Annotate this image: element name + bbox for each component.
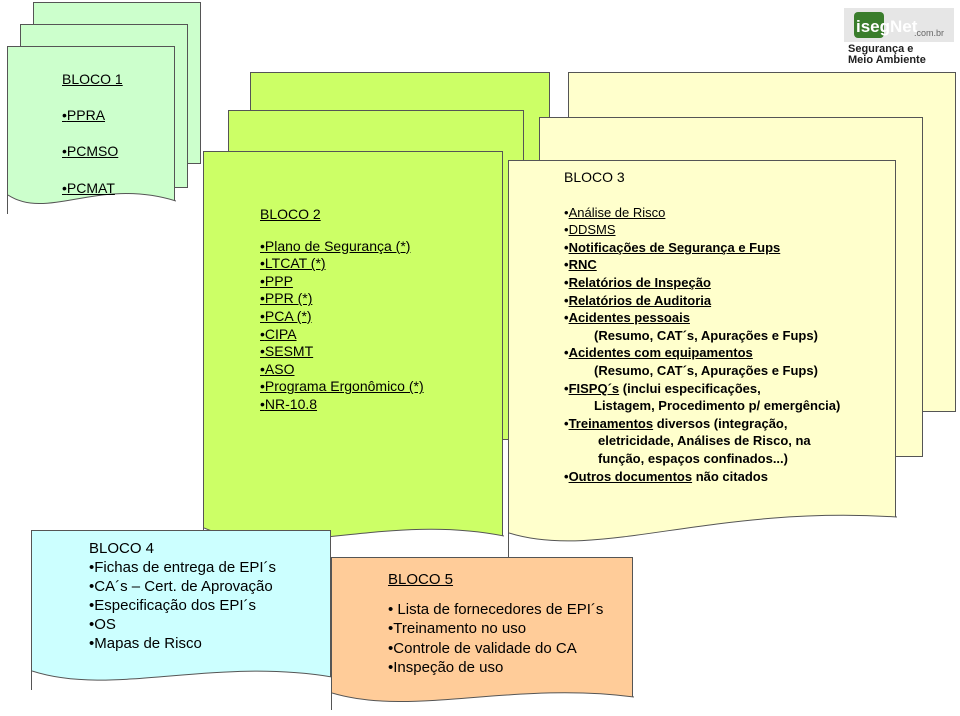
bloco2-item: •Programa Ergonômico (*) xyxy=(260,378,424,395)
bloco3-item: •Treinamentos diversos (integração, xyxy=(564,415,788,431)
bloco2-item: •NR-10.8 xyxy=(260,395,318,412)
logo-graphic: isegNet .com.br Segurança e Meio Ambient… xyxy=(844,8,954,66)
isegnet-logo: isegNet .com.br Segurança e Meio Ambient… xyxy=(844,8,954,66)
bloco3-item-detail: eletricidade, Análises de Risco, na xyxy=(598,433,811,449)
bloco3-item: •Notificações de Segurança e Fups xyxy=(564,239,781,255)
bloco3-item-detail: função, espaços confinados...) xyxy=(598,450,788,466)
bloco3-item-detail: Listagem, Procedimento p/ emergência) xyxy=(594,398,841,414)
bloco3-title: BLOCO 3 xyxy=(564,169,625,185)
bloco1-item: •PCMAT xyxy=(62,179,115,196)
bloco4-item: •OS xyxy=(89,616,116,633)
bloco3-item: •Relatórios de Auditoria xyxy=(564,292,712,308)
bloco4-item: •Fichas de entrega de EPI´s xyxy=(89,559,277,576)
bloco1-page-front xyxy=(7,46,176,215)
bloco2-item: •PPR (*) xyxy=(260,290,313,307)
bloco2-item: •PPP xyxy=(260,272,293,289)
bloco4-item: •Mapas de Risco xyxy=(89,635,202,652)
logo-brand: isegNet xyxy=(856,17,918,36)
bloco3-item-detail: (Resumo, CAT´s, Apurações e Fups) xyxy=(594,362,818,378)
bloco4-text: BLOCO 4 •Fichas de entrega de EPI´s •CA´… xyxy=(89,539,276,653)
bloco3-text: BLOCO 3 •Análise de Risco •DDSMS •Notifi… xyxy=(564,169,840,485)
bloco3-item: •Acidentes com equipamentos xyxy=(564,345,753,361)
logo-domain: .com.br xyxy=(914,28,944,38)
bloco1-title: BLOCO 1 xyxy=(62,71,123,87)
bloco2-item: •Plano de Segurança (*) xyxy=(260,237,411,254)
bloco1-item: •PCMSO xyxy=(62,143,119,160)
bloco5-item: •Inspeção de uso xyxy=(388,659,504,676)
bloco3-item-detail: (Resumo, CAT´s, Apurações e Fups) xyxy=(594,327,818,343)
bloco2-item: •CIPA xyxy=(260,325,297,342)
bloco5-page xyxy=(331,557,634,711)
bloco2-item: •SESMT xyxy=(260,343,314,360)
bloco1-wave-edge xyxy=(8,193,176,215)
bloco5-text: BLOCO 5 • Lista de fornecedores de EPI´s… xyxy=(388,570,603,678)
bloco4-item: •CA´s – Cert. de Aprovação xyxy=(89,578,273,595)
bloco3-wave-edge xyxy=(509,514,897,561)
bloco3-page-front xyxy=(508,160,897,561)
bloco1-text: BLOCO 1 •PPRA •PCMSO •PCMAT xyxy=(62,70,123,197)
bloco3-item: •Relatórios de Inspeção xyxy=(564,274,711,290)
bloco2-title: BLOCO 2 xyxy=(260,206,321,222)
logo-tagline-1: Segurança e xyxy=(848,43,913,55)
bloco3-item: •Outros documentos não citados xyxy=(564,468,768,484)
bloco2-item: •LTCAT (*) xyxy=(260,255,326,272)
logo-tagline-2: Meio Ambiente xyxy=(848,54,926,64)
bloco2-item: •ASO xyxy=(260,360,295,377)
bloco4-item: •Especificação dos EPI´s xyxy=(89,597,257,614)
bloco4-wave-edge xyxy=(32,670,332,691)
bloco3-item: •DDSMS xyxy=(564,222,616,238)
bloco5-item: •Treinamento no uso xyxy=(388,620,527,637)
bloco5-wave-edge xyxy=(332,692,634,711)
bloco5-item: • Lista de fornecedores de EPI´s xyxy=(388,600,604,618)
bloco5-item: •Controle de validade do CA xyxy=(388,639,577,657)
bloco2-text: BLOCO 2 •Plano de Segurança (*) •LTCAT (… xyxy=(260,206,424,414)
bloco5-title: BLOCO 5 xyxy=(388,571,454,588)
bloco4-title: BLOCO 4 xyxy=(89,540,155,557)
bloco3-item: •RNC xyxy=(564,257,597,273)
bloco2-item: •PCA (*) xyxy=(260,307,312,324)
bloco4-page xyxy=(31,530,332,691)
bloco1-item: •PPRA xyxy=(62,107,106,124)
bloco3-item: •Análise de Risco xyxy=(564,204,666,220)
bloco3-item: •Acidentes pessoais xyxy=(564,310,690,326)
bloco3-item: •FISPQ´s (inclui especificações, xyxy=(564,380,761,396)
